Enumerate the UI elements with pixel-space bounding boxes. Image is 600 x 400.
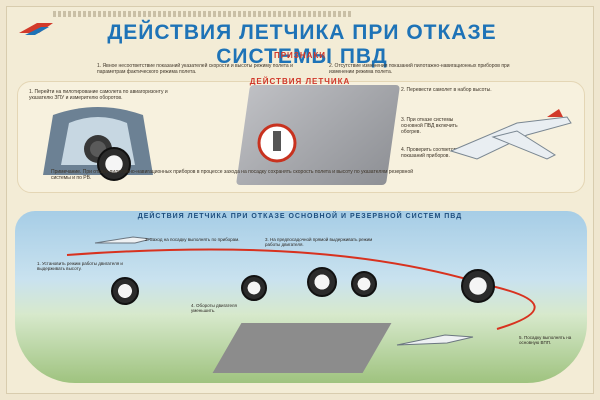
jet-illustration-left: [94, 236, 152, 244]
section2-heading: ДЕЙСТВИЯ ЛЕТЧИКА ПРИ ОТКАЗЕ ОСНОВНОЙ И Р…: [137, 213, 463, 220]
action-step-2: 2. Перевести самолет в набор высоты.: [401, 87, 492, 93]
sign-item-2: 2. Отсутствие изменения показаний пилота…: [329, 63, 510, 75]
poster: ДЕЙСТВИЯ ЛЕТЧИКА ПРИ ОТКАЗЕ СИСТЕМЫ ПВД …: [6, 6, 594, 394]
jet-illustration-landing: [396, 334, 474, 346]
attitude-gauge: [97, 147, 131, 181]
switch-closeup: [257, 123, 297, 163]
jet-illustration-top: [449, 109, 572, 160]
gauge-4: [351, 271, 377, 297]
section2-callout-3: 3. На предпосадочной прямой выдерживать …: [265, 237, 373, 247]
gauge-5: [461, 269, 495, 303]
section2-callout-4: 4. Обороты двигателя уменьшить.: [191, 303, 237, 313]
page-title: ДЕЙСТВИЯ ЛЕТЧИКА ПРИ ОТКАЗЕ СИСТЕМЫ ПВД: [107, 21, 497, 68]
section2-callout-5: 5. Посадку выполнять на основную ВПП.: [519, 335, 572, 345]
section2-callout-2: 2. Заход на посадку выполнять по прибора…: [145, 237, 240, 242]
signs-heading: ПРИЗНАКИ: [273, 51, 327, 60]
logo-emblem: [19, 23, 53, 35]
flight-path: [66, 248, 536, 330]
gauge-1: [111, 277, 139, 305]
runway-illustration: [212, 323, 392, 373]
actions-heading: ДЕЙСТВИЯ ЛЕТЧИКА: [249, 77, 351, 86]
gauge-2: [241, 275, 267, 301]
sign-item-1: 1. Явное несоответствие показаний указат…: [97, 63, 293, 75]
gauge-3: [307, 267, 337, 297]
section2-callout-1: 1. Установить режим работы двигателя и в…: [37, 261, 123, 271]
action-step-1: 1. Перейти на пилотирование самолета по …: [29, 89, 168, 101]
header-strip: [53, 11, 353, 17]
action-step-3: 3. При отказе системы основной ПВД включ…: [401, 117, 458, 135]
action-step-4: 4. Проверить соответствие показаний приб…: [401, 147, 464, 159]
actions-note: Примечание. При отказе пилотажно-навигац…: [51, 169, 414, 181]
